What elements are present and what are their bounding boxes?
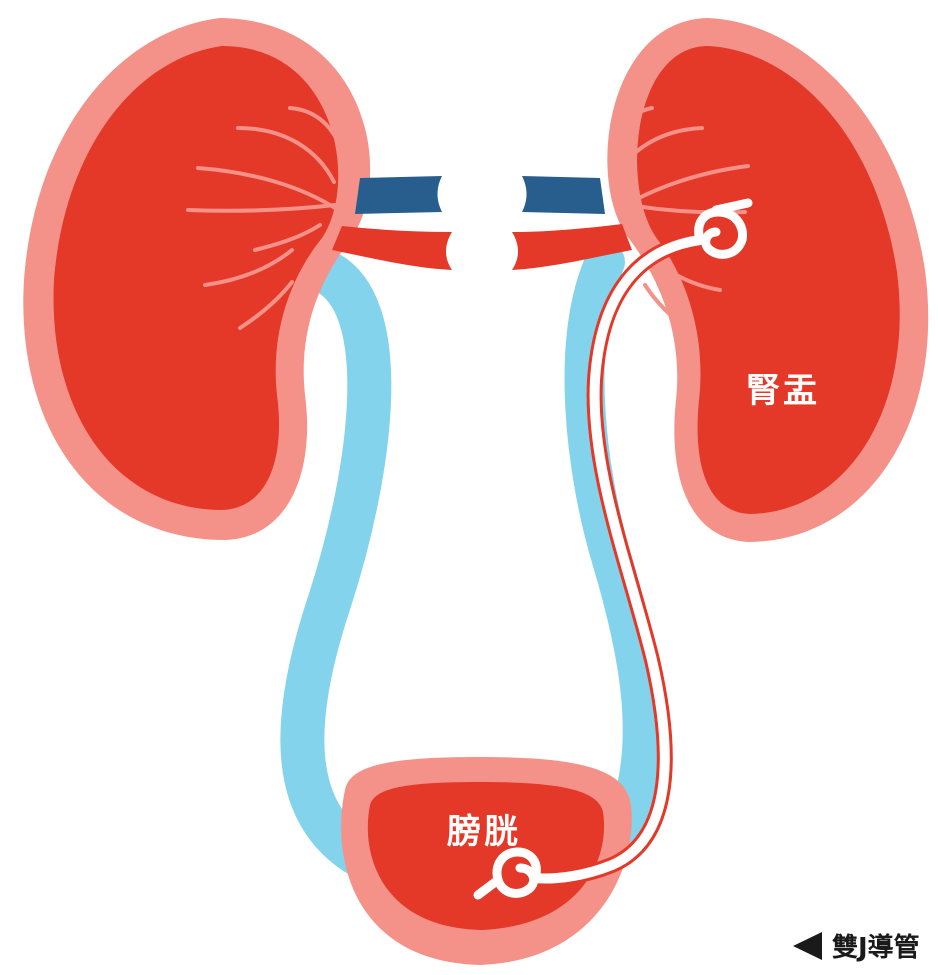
renal-pelvis-label: 腎盂 [746, 371, 820, 411]
bladder-label: 膀胱 [447, 812, 521, 852]
left-kidney [23, 18, 370, 540]
bladder [341, 757, 632, 965]
right-renal-vein [522, 176, 605, 214]
stent-caption: 雙J導管 [832, 932, 920, 963]
left-triangle-icon [793, 932, 822, 960]
right-kidney [607, 18, 928, 542]
left-renal-vein [355, 176, 442, 214]
